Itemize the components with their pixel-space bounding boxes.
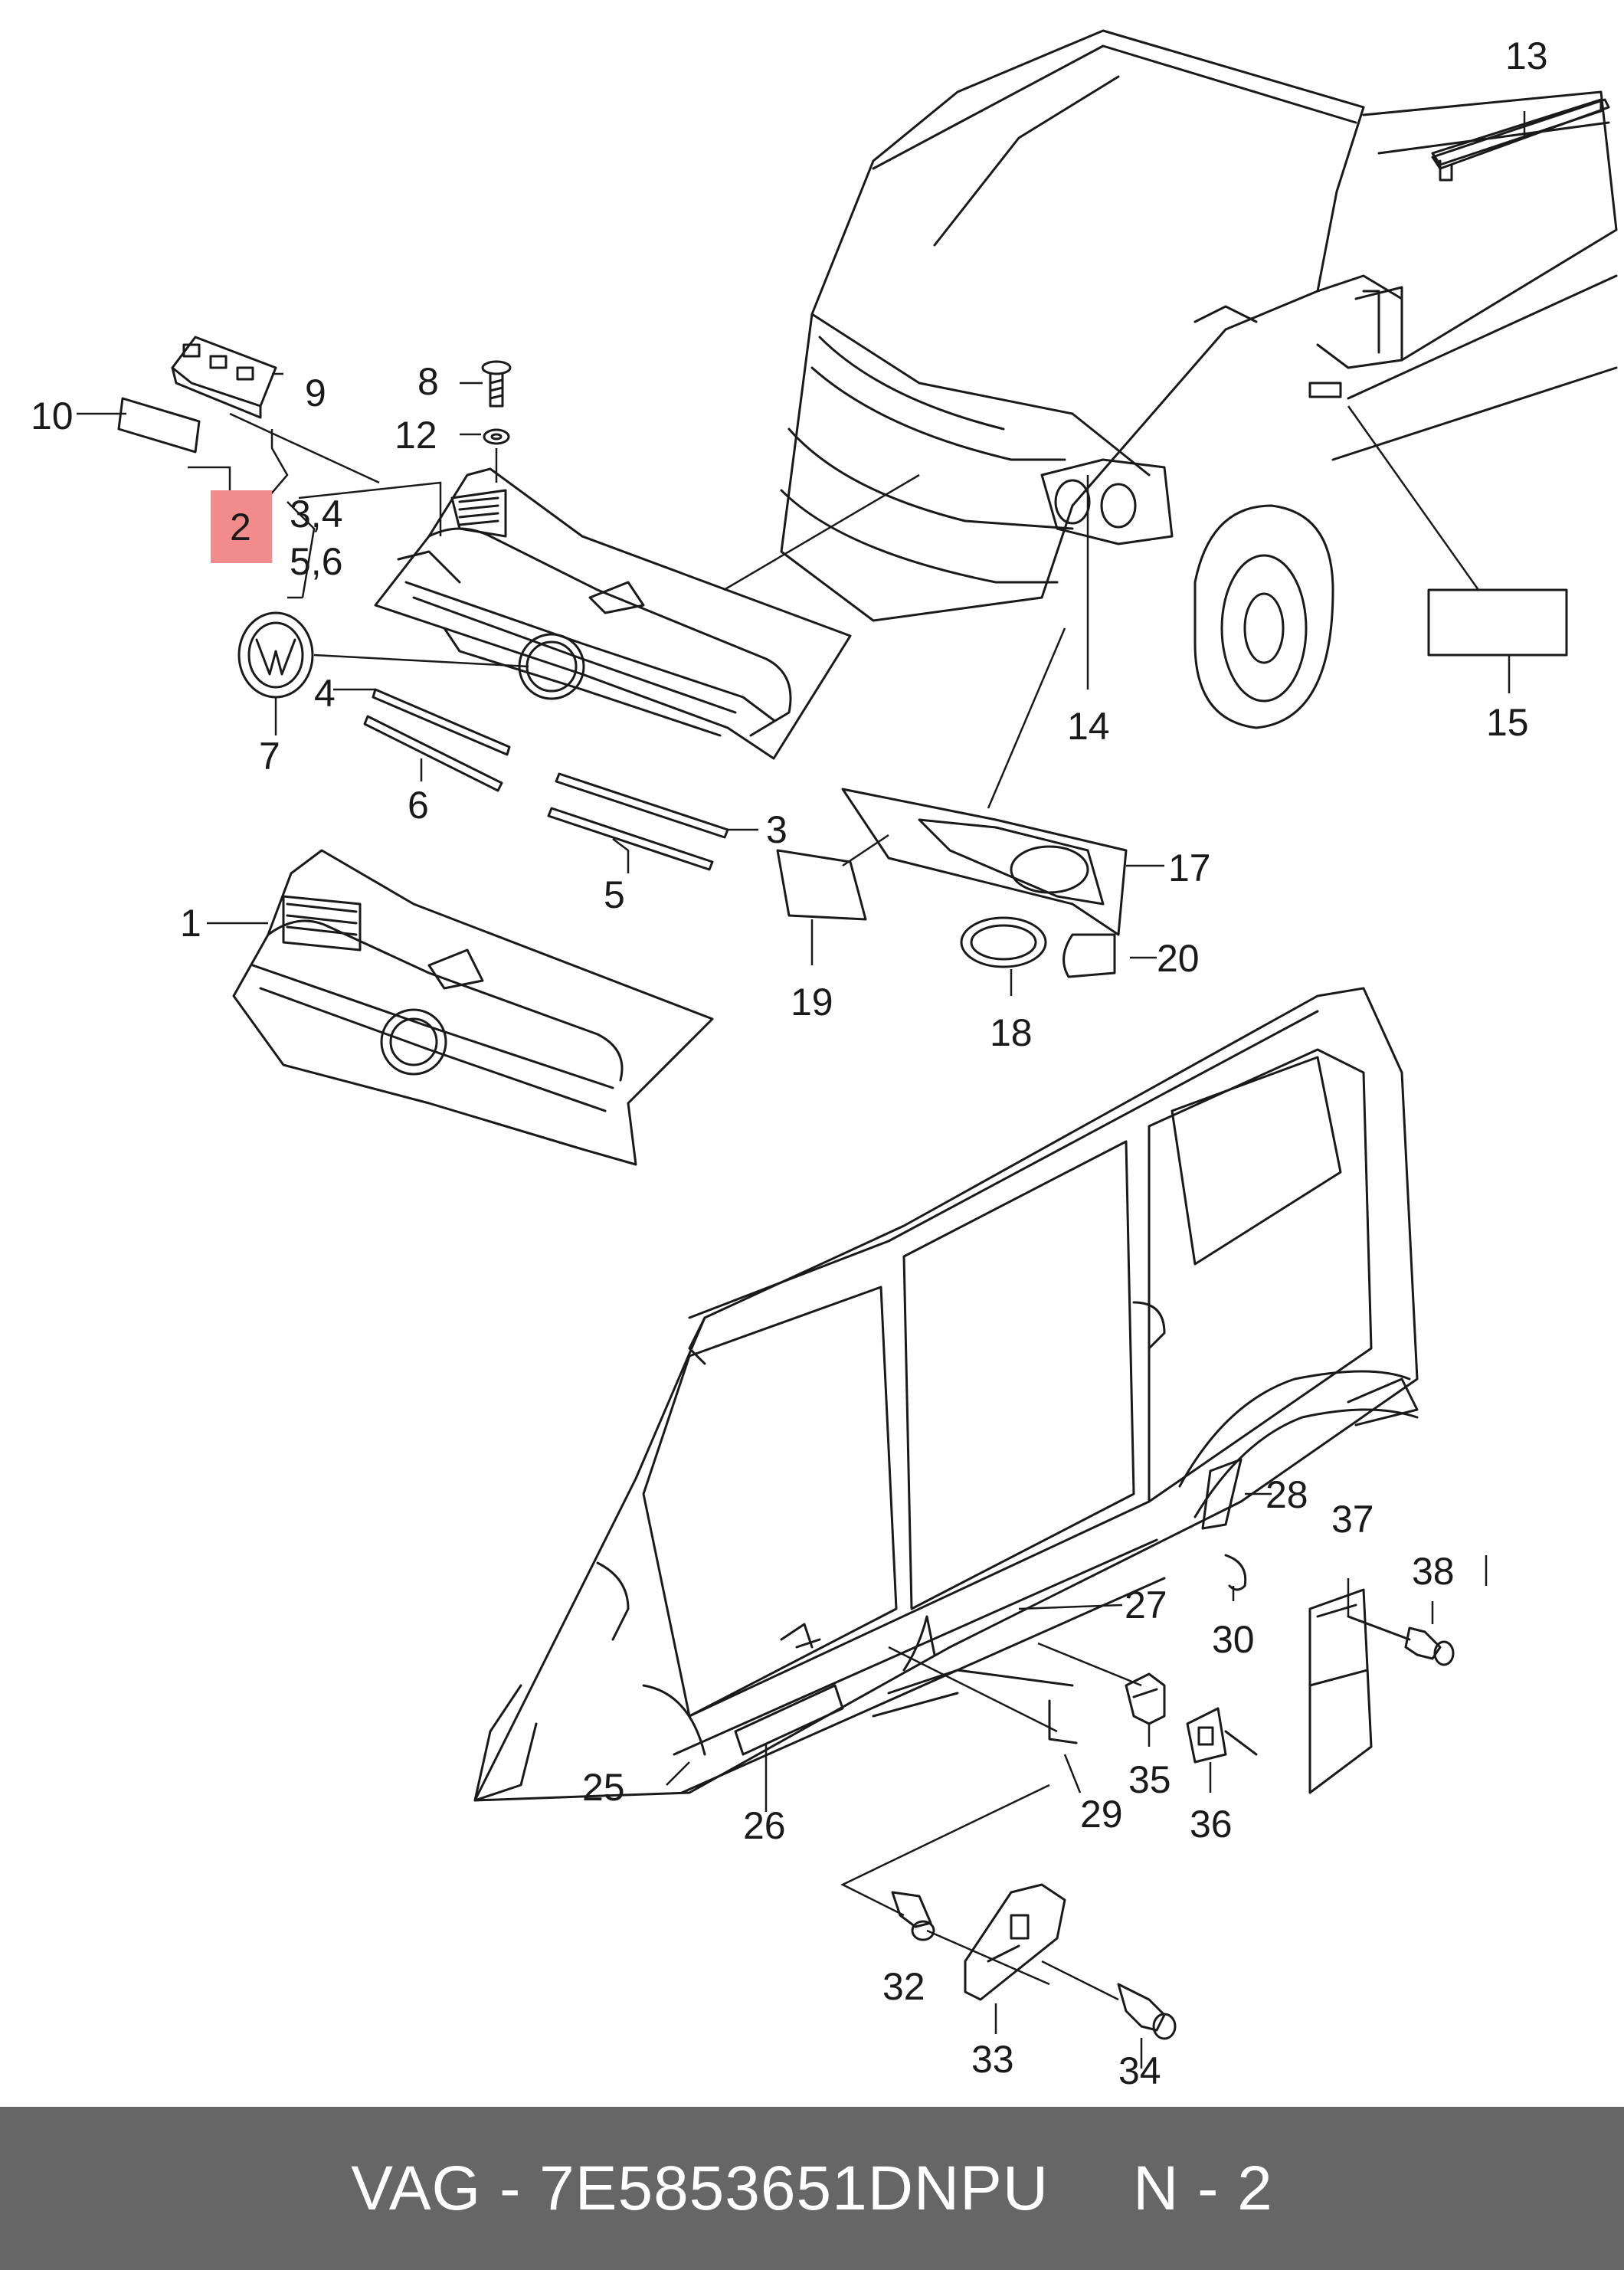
bolt-34 <box>1117 1983 1177 2040</box>
callout-15[interactable]: 15 <box>1486 701 1529 744</box>
callout-8[interactable]: 8 <box>417 360 439 403</box>
grille-upper-drawing <box>374 467 852 760</box>
callout-3-4[interactable]: 3,4 <box>290 493 343 536</box>
cap-20 <box>1062 933 1116 978</box>
trim-strips <box>363 688 729 871</box>
screw-8 <box>481 360 512 408</box>
clip-36 <box>1186 1707 1258 1764</box>
callout-33[interactable]: 33 <box>971 2038 1014 2081</box>
callout-26[interactable]: 26 <box>743 1804 786 1847</box>
callout-18[interactable]: 18 <box>990 1011 1033 1054</box>
callout-37[interactable]: 37 <box>1331 1498 1374 1541</box>
clip-30 <box>1224 1554 1247 1591</box>
callout-20[interactable]: 20 <box>1157 937 1200 980</box>
callout-3[interactable]: 3 <box>766 808 787 851</box>
callout-5[interactable]: 5 <box>604 873 625 916</box>
label-15 <box>1427 588 1568 657</box>
washer-12 <box>483 428 510 445</box>
van-front-drawing <box>780 29 1618 729</box>
callout-1[interactable]: 1 <box>180 902 201 945</box>
callout-28[interactable]: 28 <box>1265 1473 1308 1516</box>
panel-37 <box>1308 1588 1373 1794</box>
clip-32 <box>891 1891 935 1941</box>
part-29-bracket <box>1048 1699 1078 1744</box>
callout-30[interactable]: 30 <box>1212 1618 1255 1661</box>
side-body-drawing <box>473 987 1419 1802</box>
callout-35[interactable]: 35 <box>1128 1758 1171 1801</box>
clip-35 <box>1125 1672 1166 1725</box>
label-10 <box>117 397 201 454</box>
callout-32[interactable]: 32 <box>882 1965 925 2008</box>
highlight-box <box>211 490 272 563</box>
footer-bar: VAG - 7E5853651DNPU N - 2 <box>0 2107 1624 2270</box>
callout-19[interactable]: 19 <box>791 981 833 1024</box>
bumper-trim-17 <box>841 788 1128 936</box>
footer-page-number: N - 2 <box>1133 2153 1273 2223</box>
callout-25[interactable]: 25 <box>582 1766 625 1809</box>
ring-18 <box>960 916 1047 968</box>
callout-29[interactable]: 29 <box>1080 1793 1123 1836</box>
callout-14[interactable]: 14 <box>1067 705 1110 748</box>
emblem-7 <box>237 611 314 699</box>
flap-28 <box>1201 1458 1243 1530</box>
cover-19 <box>776 849 867 921</box>
callout-38[interactable]: 38 <box>1412 1550 1455 1593</box>
footer-part-number: VAG - 7E5853651DNPU <box>351 2153 1049 2223</box>
bolt-38 <box>1347 1615 1455 1666</box>
bracket-33 <box>964 1883 1066 2001</box>
callout-12[interactable]: 12 <box>395 414 437 457</box>
callout-2[interactable]: 2 <box>230 506 251 549</box>
callout-4[interactable]: 4 <box>314 672 336 715</box>
callout-13[interactable]: 13 <box>1505 34 1548 77</box>
callout-27[interactable]: 27 <box>1125 1584 1167 1626</box>
callout-36[interactable]: 36 <box>1190 1803 1233 1846</box>
callout-10[interactable]: 10 <box>31 395 74 437</box>
parts-diagram: 2 3,4 5,6 8 9 10 12 4 7 6 3 5 1 13 14 15… <box>31 29 1618 2092</box>
callout-5-6[interactable]: 5,6 <box>290 540 343 583</box>
grille-lower-drawing <box>232 849 714 1166</box>
callout-7[interactable]: 7 <box>259 735 280 778</box>
leader-lines <box>77 111 1526 2069</box>
callout-34[interactable]: 34 <box>1118 2049 1161 2092</box>
clip-9 <box>171 336 277 419</box>
callout-9[interactable]: 9 <box>305 372 326 414</box>
callout-6[interactable]: 6 <box>408 784 429 827</box>
callout-17[interactable]: 17 <box>1168 847 1211 889</box>
callout-labels: 2 3,4 5,6 8 9 10 12 4 7 6 3 5 1 13 14 15… <box>31 34 1548 2092</box>
roof-strip-13 <box>1431 98 1610 170</box>
